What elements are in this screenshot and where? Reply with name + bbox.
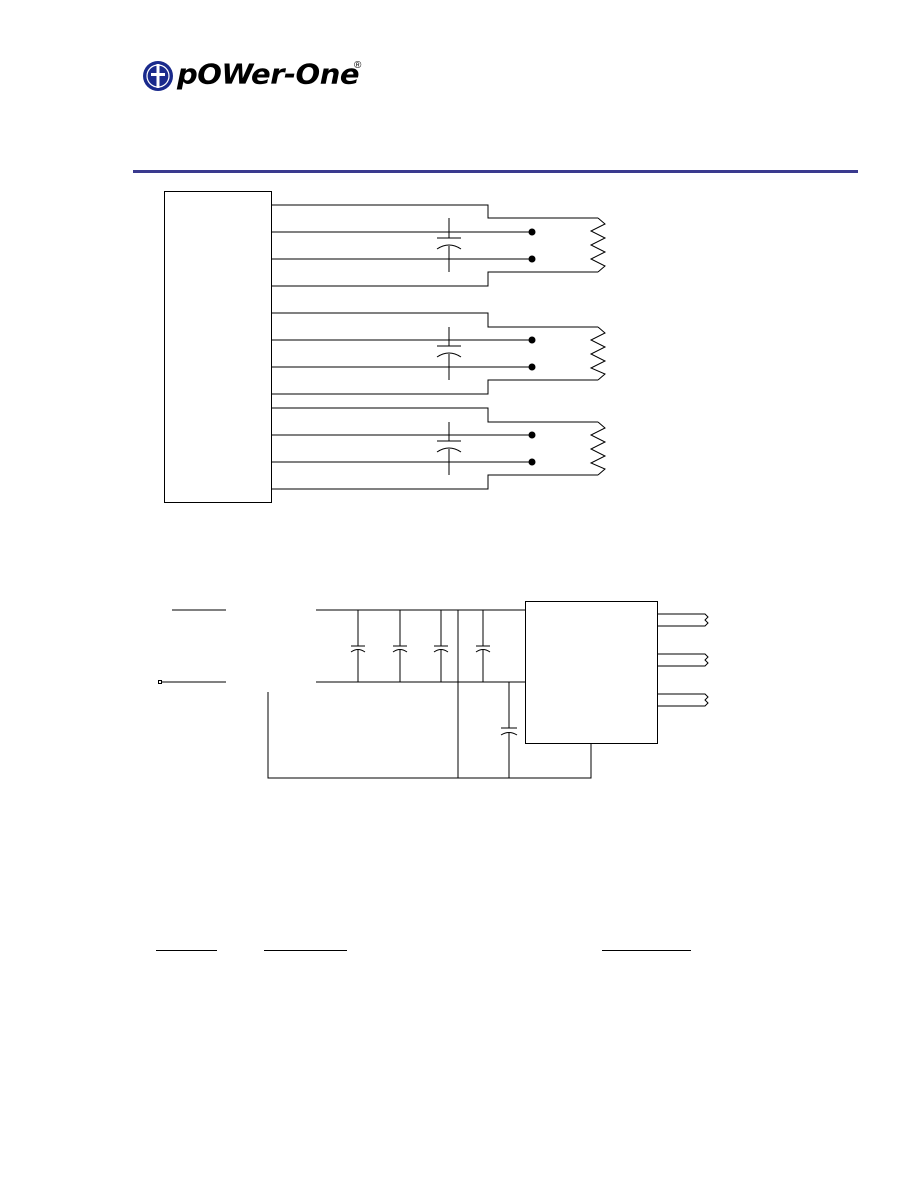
- table-header-underline-3: [602, 950, 691, 951]
- schematic-lines: [158, 191, 709, 779]
- power-module-block: [525, 601, 658, 744]
- cap3-curved-plate: [433, 649, 449, 653]
- registered-mark: ®: [354, 60, 362, 71]
- logo-wordmark: pOWer-One: [177, 57, 360, 91]
- chassis-return-wire: [267, 692, 592, 779]
- cap4-curved-plate: [475, 649, 491, 653]
- output-group-3: [271, 407, 607, 490]
- g1-lower-wire: [271, 271, 598, 287]
- header-rule: [133, 170, 858, 173]
- g2-negative-terminal-dot: [528, 363, 536, 371]
- g2-positive-terminal-dot: [528, 336, 536, 344]
- top-module-block: [164, 191, 272, 503]
- table-header-underline-1: [156, 950, 217, 951]
- module-output-3: [657, 693, 709, 707]
- logo-mark-crossbar: [151, 73, 165, 76]
- input-terminal: [158, 680, 162, 684]
- junction-dots: [528, 228, 536, 466]
- output-group-1: [271, 204, 607, 287]
- g3-upper-wire: [271, 407, 598, 423]
- table-header-underline-2: [264, 950, 347, 951]
- g3-cap-curved-plate: [436, 447, 462, 453]
- g3-load-resistor: [589, 421, 607, 476]
- g2-upper-wire: [271, 312, 598, 328]
- power-one-logo: pOWer-One ®: [142, 58, 372, 94]
- input-filter-diagram: [158, 601, 709, 779]
- module-output-1: [657, 613, 709, 627]
- g3-positive-terminal-dot: [528, 431, 536, 439]
- g1-load-resistor: [589, 217, 607, 273]
- g1-upper-wire: [271, 204, 598, 219]
- g1-cap-curved-plate: [436, 244, 462, 250]
- g2-lower-wire: [271, 379, 598, 395]
- cap2-curved-plate: [392, 649, 408, 653]
- g2-cap-curved-plate: [436, 352, 462, 358]
- output-group-2: [271, 312, 607, 395]
- module-output-2: [657, 653, 709, 667]
- g1-positive-terminal-dot: [528, 228, 536, 236]
- g2-load-resistor: [589, 326, 607, 381]
- logo-mark-icon: [143, 61, 173, 91]
- g3-negative-terminal-dot: [528, 458, 536, 466]
- ycap-curved-plate: [500, 732, 518, 736]
- g3-lower-wire: [271, 474, 598, 490]
- g1-negative-terminal-dot: [528, 255, 536, 263]
- cap1-curved-plate: [350, 649, 366, 653]
